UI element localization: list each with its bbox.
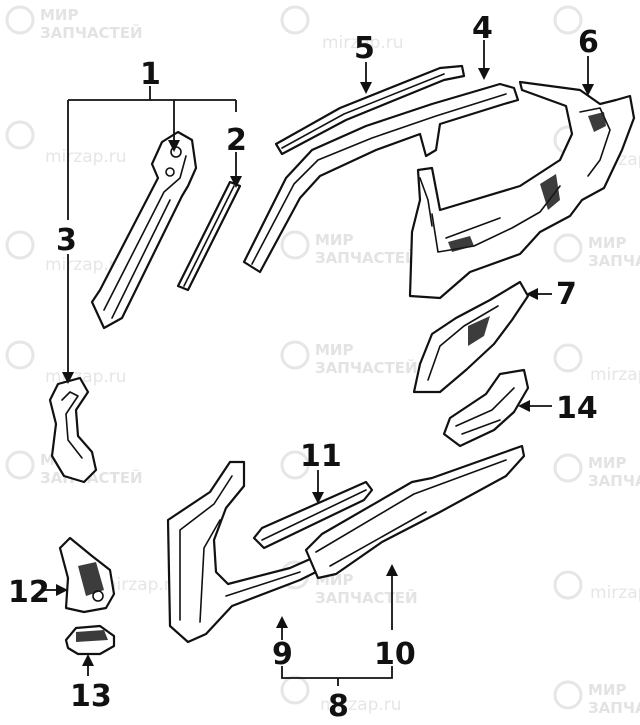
watermark-line1: МИР <box>588 454 626 472</box>
part-6-quarter-panel <box>408 80 636 300</box>
callout-1: 1 <box>140 57 161 92</box>
watermark-line1: МИР <box>588 234 626 252</box>
callout-13: 13 <box>70 679 112 714</box>
part-3-bracket <box>48 376 98 484</box>
watermark-line1: МИР <box>315 341 353 359</box>
watermark-line1: МИР <box>40 6 78 24</box>
part-4-roof-rail <box>242 82 520 274</box>
part-7-wheelhouse <box>412 280 530 394</box>
part-11-sill-plate <box>252 480 374 550</box>
callout-10: 10 <box>374 637 416 672</box>
callout-12: 12 <box>8 575 50 610</box>
watermark-url: mirzap.ru <box>590 583 640 603</box>
watermark-line2: ЗАПЧАСТЕЙ <box>40 23 143 42</box>
callout-8: 8 <box>328 689 349 724</box>
part-1-pillar <box>90 130 198 330</box>
watermark-line2: ЗАПЧАСТЕЙ <box>588 251 640 270</box>
callout-14: 14 <box>556 391 598 426</box>
part-14-reinforcement <box>442 368 530 448</box>
watermark-pin-icon <box>5 5 583 710</box>
watermark-line2: ЗАПЧАСТЕЙ <box>588 471 640 490</box>
callout-labels: 1 2 3 4 5 6 7 8 9 10 11 12 13 14 <box>8 11 599 724</box>
watermark-url: mirzap.ru <box>100 575 182 595</box>
watermark-line2: ЗАПЧАСТЕЙ <box>315 588 418 607</box>
callout-3: 3 <box>56 223 77 258</box>
watermark-layer: МИР ЗАПЧАСТЕЙ МИР ЗАПЧАСТЕЙ МИР ЗАПЧАСТЕ… <box>5 5 640 717</box>
part-13-clip <box>64 624 116 656</box>
part-9-door-frame <box>166 460 334 644</box>
callout-11: 11 <box>300 439 342 474</box>
leader-lines <box>44 40 594 686</box>
watermark-line1: МИР <box>315 231 353 249</box>
watermark-url: mirzap.ru <box>590 365 640 385</box>
part-10-rocker <box>304 444 526 580</box>
callout-4: 4 <box>472 11 493 46</box>
watermark-url: mirzap.ru <box>320 695 402 715</box>
watermark-url: mirzap.ru <box>322 33 404 53</box>
callout-6: 6 <box>578 25 599 60</box>
callout-9: 9 <box>272 637 293 672</box>
part-2-weatherstrip <box>176 180 242 292</box>
watermark-url: mirzap.ru <box>45 147 127 167</box>
part-5-molding <box>274 64 466 156</box>
watermark-line2: ЗАПЧАСТЕЙ <box>315 248 418 267</box>
watermark-line1: МИР <box>588 681 626 699</box>
watermark-line2: ЗАПЧАСТЕЙ <box>588 698 640 717</box>
callout-2: 2 <box>226 123 247 158</box>
callout-7: 7 <box>556 277 577 312</box>
part-12-mount <box>58 536 116 614</box>
watermark-line2: ЗАПЧАСТЕЙ <box>315 358 418 377</box>
watermark-url: mirzap.ru <box>45 255 127 275</box>
callout-5: 5 <box>354 31 375 66</box>
